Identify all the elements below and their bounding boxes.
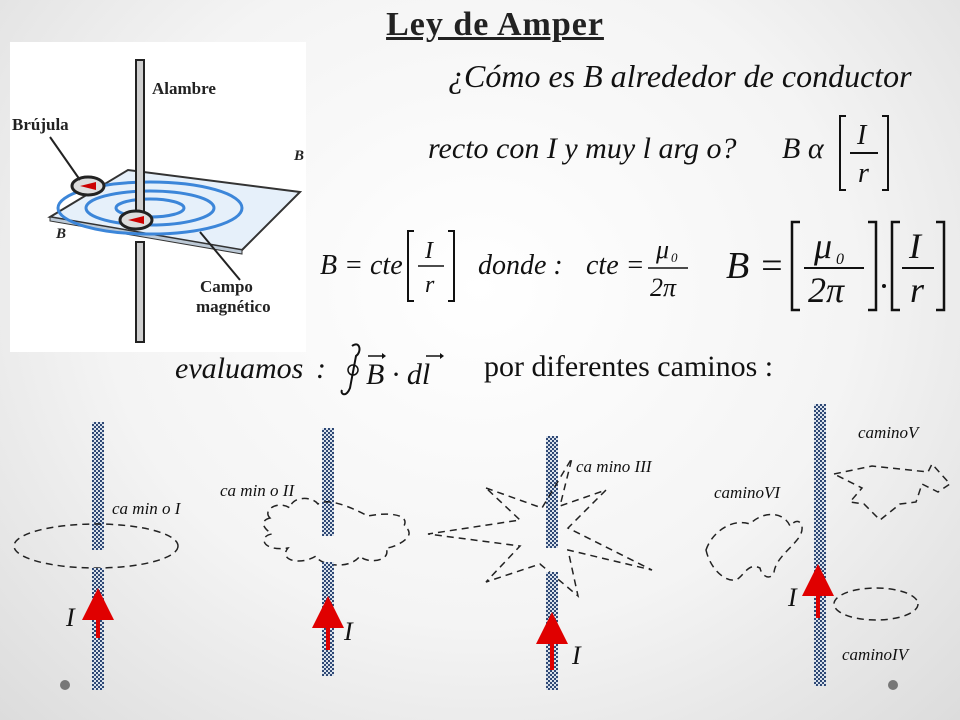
svg-text:r: r	[910, 270, 925, 310]
svg-text:2π: 2π	[808, 270, 845, 310]
question-line-1: ¿Cómo es B alrededor de conductor	[448, 58, 912, 94]
donde-label: donde :	[478, 250, 563, 281]
svg-text:I: I	[856, 120, 868, 151]
svg-text:r: r	[858, 158, 869, 189]
svg-text:I: I	[908, 226, 923, 266]
cte-eq: cte =	[586, 250, 645, 281]
wire-1: ca min o I I	[13, 422, 182, 690]
evaluamos-label: evaluamos	[175, 352, 304, 385]
svg-text:caminoIV: caminoIV	[842, 645, 911, 664]
label-field-2: magnético	[196, 297, 271, 316]
svg-text:ca min o II: ca min o II	[220, 481, 295, 500]
slide-title: Ley de Amper	[386, 6, 604, 43]
wire-4: caminoVI caminoV caminoIV I	[705, 404, 952, 686]
nav-dot-left	[60, 680, 70, 690]
svg-text:I: I	[787, 583, 798, 612]
svg-text:0: 0	[671, 250, 678, 265]
wire	[135, 59, 145, 221]
cte-bracket: I r	[407, 230, 455, 302]
b-proportional: B α	[782, 132, 824, 165]
svg-text:2π: 2π	[650, 273, 677, 302]
svg-text:B · dl: B · dl	[366, 358, 430, 391]
wire-2: ca min o II I	[220, 428, 410, 676]
por-diferentes-caminos: por diferentes caminos :	[484, 350, 774, 383]
svg-text:ca min o I: ca min o I	[112, 499, 182, 518]
label-field-1: Campo	[200, 277, 253, 296]
wire-compass-figure: Alambre Brújula B B Campo magnético	[10, 42, 306, 352]
label-compass: Brújula	[12, 115, 69, 134]
b-eq-cte: B = cte	[320, 250, 403, 281]
svg-text:r: r	[425, 272, 435, 298]
svg-text:0: 0	[836, 251, 844, 268]
paths-diagram: ca min o I I ca min o II I ca mino III I…	[13, 404, 952, 690]
svg-text:μ: μ	[813, 226, 832, 266]
cte-fraction: μ 0 2π	[648, 235, 688, 302]
nav-dot-right	[888, 680, 898, 690]
svg-text:I: I	[65, 603, 76, 632]
ratio-bracket: I r	[839, 115, 889, 191]
label-b-left: B	[55, 226, 66, 242]
label-b-right: B	[293, 148, 304, 164]
svg-text:caminoVI: caminoVI	[714, 483, 781, 502]
svg-text:I: I	[424, 238, 434, 264]
final-formula: μ 0 2π I r	[790, 220, 946, 312]
svg-text:I: I	[343, 617, 354, 646]
svg-text:I: I	[571, 641, 582, 670]
integral-expression: B · dl	[340, 343, 444, 396]
colon: :	[316, 352, 326, 385]
svg-text:ca mino III: ca mino III	[576, 457, 653, 476]
svg-text:caminoV: caminoV	[858, 423, 921, 442]
big-b-eq: B =	[726, 245, 785, 287]
label-wire: Alambre	[152, 79, 216, 98]
question-line-2: recto con I y muy l arg o?	[428, 132, 737, 165]
svg-text:μ: μ	[655, 235, 669, 264]
wire-3: ca mino III I	[427, 436, 653, 690]
